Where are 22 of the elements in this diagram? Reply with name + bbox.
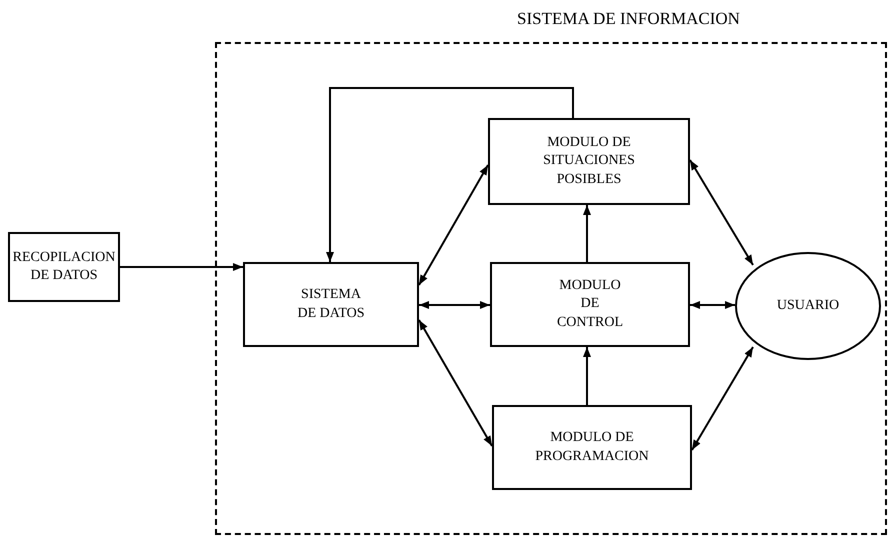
- arrow: [326, 87, 574, 262]
- process-box: [243, 262, 419, 347]
- arrow: [120, 263, 243, 271]
- node-label: USUARIO: [776, 296, 840, 315]
- process-box: [488, 118, 690, 205]
- node-label: MODULO DE PROGRAMACION: [534, 429, 650, 466]
- arrow: [418, 320, 493, 446]
- arrow: [689, 159, 754, 266]
- node-label: RECOPILACION DE DATOS: [12, 248, 116, 285]
- arrow: [583, 205, 591, 262]
- boundary-title: SISTEMA DE INFORMACION: [517, 8, 740, 30]
- arrow: [418, 164, 489, 286]
- process-box: [490, 262, 690, 347]
- arrow: [419, 301, 490, 309]
- node-label: MODULO DE SITUACIONES POSIBLES: [542, 134, 636, 189]
- node-label: SISTEMA DE DATOS: [296, 286, 366, 322]
- arrow: [691, 346, 754, 451]
- process-box: [8, 232, 120, 302]
- process-box: [492, 405, 692, 490]
- node-label: MODULO DE CONTROL: [556, 277, 624, 332]
- arrow: [583, 347, 591, 405]
- arrow: [690, 301, 735, 309]
